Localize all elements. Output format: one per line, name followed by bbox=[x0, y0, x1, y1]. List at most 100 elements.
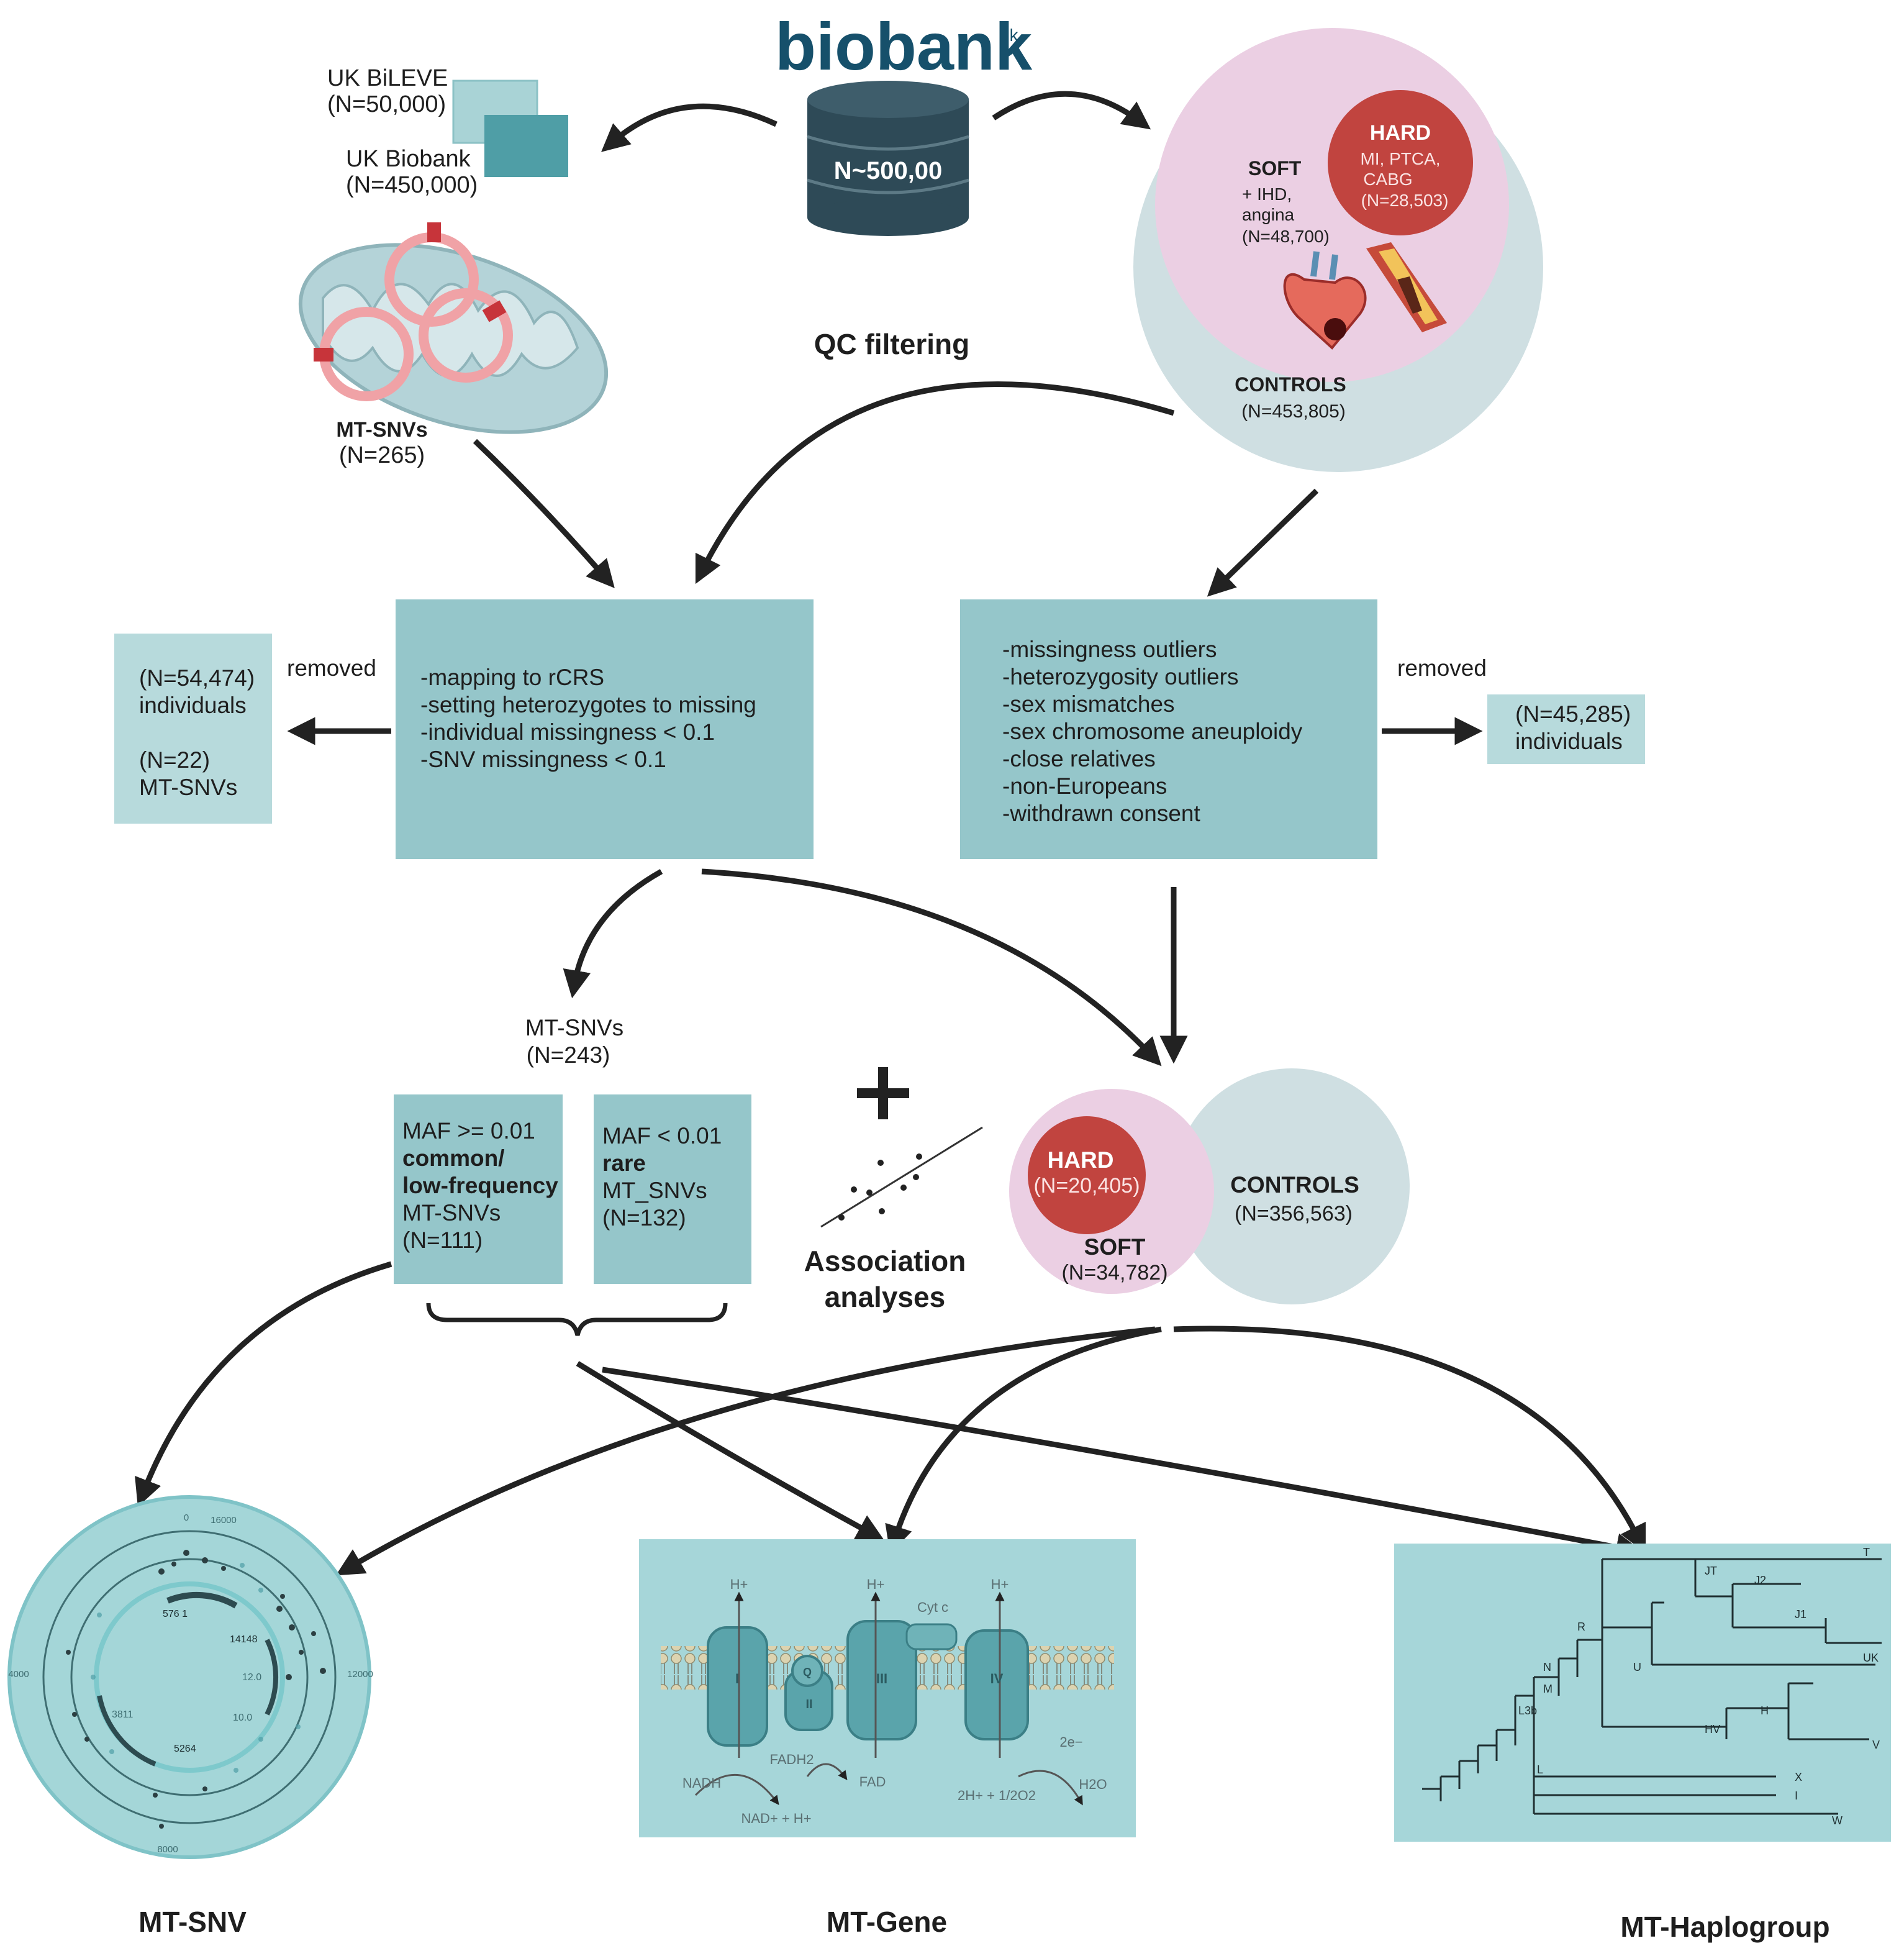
mthaplogroup-tree: T JT J1 J2 U UK HV H V R N M L3b L X I W bbox=[1394, 1544, 1891, 1842]
controls-top-count: (N=453,805) bbox=[1241, 401, 1346, 422]
soft-top-line2: angina bbox=[1242, 205, 1295, 224]
qc-left-box bbox=[396, 599, 814, 859]
rare-mtsnvs-label: MT_SNVs bbox=[602, 1178, 707, 1203]
tree-label-uk: UK bbox=[1863, 1652, 1879, 1664]
mtsnvs-after-count: (N=243) bbox=[527, 1042, 610, 1068]
arrow-common-to-mtsnv bbox=[135, 1261, 392, 1507]
tree-label-j2: J2 bbox=[1754, 1574, 1766, 1586]
tree-label-hv: HV bbox=[1705, 1723, 1720, 1735]
arrow-venn-to-mtsnv bbox=[335, 1326, 1156, 1576]
soft-top-label: SOFT bbox=[1248, 157, 1302, 180]
scatter-plot-icon bbox=[820, 1126, 983, 1228]
rare-label: rare bbox=[602, 1150, 646, 1176]
tree-label-t: T bbox=[1863, 1546, 1870, 1558]
arrow-qc-to-mtsnvs bbox=[563, 869, 663, 999]
tree-label-v: V bbox=[1872, 1739, 1880, 1751]
removed-right-individuals-label: individuals bbox=[1515, 729, 1623, 754]
arrow-db-to-cohorts bbox=[601, 103, 777, 152]
fadh2-label: FADH2 bbox=[770, 1752, 814, 1767]
qc-right-step-5: -close relatives bbox=[1002, 746, 1156, 771]
hard-bottom-label: HARD bbox=[1048, 1147, 1114, 1173]
qc-right-step-3: -sex mismatches bbox=[1002, 691, 1175, 717]
common-mtsnvs-box bbox=[394, 1094, 563, 1284]
arrow-qc-left-to-venn bbox=[701, 868, 1162, 1067]
circle-tick-16000: 16000 bbox=[211, 1515, 237, 1526]
hard-bottom-count: (N=20,405) bbox=[1033, 1174, 1140, 1198]
tree-label-r: R bbox=[1577, 1621, 1585, 1633]
complex-iv-label: IV bbox=[991, 1671, 1004, 1686]
circle-tick-4000: 4000 bbox=[8, 1669, 29, 1680]
biobank-logo: biobank uk bbox=[775, 9, 1033, 84]
mtsnv-brace bbox=[426, 1303, 728, 1336]
rare-maf: MAF < 0.01 bbox=[602, 1123, 722, 1149]
artery-icon bbox=[1366, 242, 1447, 332]
circle-label-12: 12.0 bbox=[242, 1672, 261, 1683]
tree-label-h: H bbox=[1761, 1704, 1769, 1717]
proton-3-label: H+ bbox=[867, 1576, 885, 1592]
removed-left-individuals-count: (N=54,474) bbox=[139, 665, 255, 691]
tree-label-l: L bbox=[1537, 1763, 1543, 1776]
electrons-label: 2e− bbox=[1059, 1734, 1082, 1750]
association-label-2: analyses bbox=[825, 1281, 945, 1313]
phenotype-venn-bottom: HARD (N=20,405) SOFT (N=34,782) CONTROLS… bbox=[1009, 1068, 1410, 1304]
circle-label-14148: 14148 bbox=[230, 1634, 258, 1645]
bileve-count: (N=50,000) bbox=[327, 91, 446, 117]
qc-right-removed-box bbox=[1487, 694, 1645, 764]
dataset-cards-icon bbox=[452, 80, 568, 177]
biobank-logo-super: uk bbox=[1000, 25, 1019, 45]
complex-i-label: I bbox=[735, 1671, 739, 1686]
nadh-label: NADH bbox=[682, 1775, 721, 1791]
mtgene-respiratory-chain: I II III IV Q H+ H+ H+ Cyt c NADH NAD+ +… bbox=[639, 1539, 1136, 1837]
arrow-controls-to-qc-left bbox=[695, 381, 1175, 585]
tree-label-i: I bbox=[1795, 1790, 1798, 1802]
qc-right-step-1: -missingness outliers bbox=[1002, 637, 1217, 662]
water-label: H2O bbox=[1079, 1776, 1107, 1792]
output-mtsnv-label: MT-SNV bbox=[138, 1906, 247, 1938]
hard-top-line2: CABG bbox=[1363, 170, 1412, 189]
soft-bottom-label: SOFT bbox=[1084, 1234, 1146, 1260]
circle-tick-12000: 12000 bbox=[347, 1669, 373, 1680]
arrow-db-to-phenotypes bbox=[992, 91, 1151, 130]
qc-right-step-7: -withdrawn consent bbox=[1002, 801, 1200, 826]
hard-top-count: (N=28,503) bbox=[1361, 191, 1449, 210]
rare-mtsnvs-count: (N=132) bbox=[602, 1205, 686, 1230]
association-label-1: Association bbox=[804, 1245, 966, 1277]
mtsnv-circular-plot: 0 16000 4000 12000 8000 576 1 14148 12.0… bbox=[7, 1495, 373, 1859]
tree-label-w: W bbox=[1832, 1814, 1843, 1827]
fad-label: FAD bbox=[859, 1774, 886, 1790]
tree-label-u: U bbox=[1633, 1661, 1641, 1673]
proton-4-label: H+ bbox=[991, 1576, 1009, 1592]
circle-tick-0: 0 bbox=[184, 1512, 189, 1523]
removed-left-mtsnvs-label: MT-SNVs bbox=[139, 775, 237, 800]
soft-bottom-count: (N=34,782) bbox=[1061, 1261, 1167, 1285]
tree-label-n: N bbox=[1543, 1661, 1551, 1673]
common-mtsnvs-count: (N=111) bbox=[402, 1227, 483, 1253]
output-mthaplogroup-label: MT-Haplogroup bbox=[1620, 1911, 1829, 1943]
low-frequency-label: low-frequency bbox=[402, 1173, 558, 1198]
circle-label-5761: 576 1 bbox=[163, 1609, 188, 1619]
arrow-venn-to-mtgene bbox=[885, 1326, 1162, 1554]
qc-left-step-4: -SNV missingness < 0.1 bbox=[420, 747, 666, 772]
nad-label: NAD+ + H+ bbox=[741, 1811, 811, 1826]
controls-circle-bottom bbox=[1174, 1068, 1410, 1304]
tree-label-jt: JT bbox=[1705, 1565, 1717, 1577]
hard-circle-bottom bbox=[1028, 1116, 1146, 1234]
rare-mtsnvs-box bbox=[594, 1094, 751, 1284]
heart-icon bbox=[1283, 251, 1367, 350]
mitochondrion-icon bbox=[298, 222, 609, 434]
circle-label-3811: 3811 bbox=[112, 1709, 134, 1720]
removed-right-individuals-count: (N=45,285) bbox=[1515, 701, 1631, 727]
source-mtsnvs-label: MT-SNVs bbox=[336, 418, 427, 442]
arrow-venn-to-haplogroup bbox=[1173, 1326, 1646, 1553]
bileve-label: UK BiLEVE bbox=[327, 65, 448, 91]
qc-left-removed-label: removed bbox=[287, 655, 376, 681]
removed-left-mtsnvs-count: (N=22) bbox=[139, 747, 210, 773]
hard-top-line1: MI, PTCA, bbox=[1360, 149, 1440, 168]
biobank-logo-text: biobank bbox=[775, 9, 1033, 84]
common-mtsnvs-label: MT-SNVs bbox=[402, 1200, 501, 1226]
arrow-phenotypes-to-qc-right bbox=[1207, 488, 1319, 597]
tree-label-m: M bbox=[1543, 1683, 1553, 1695]
ukb-label: UK Biobank bbox=[346, 146, 471, 172]
hard-top-label: HARD bbox=[1370, 121, 1431, 145]
ubiquinone-label: Q bbox=[803, 1666, 812, 1678]
